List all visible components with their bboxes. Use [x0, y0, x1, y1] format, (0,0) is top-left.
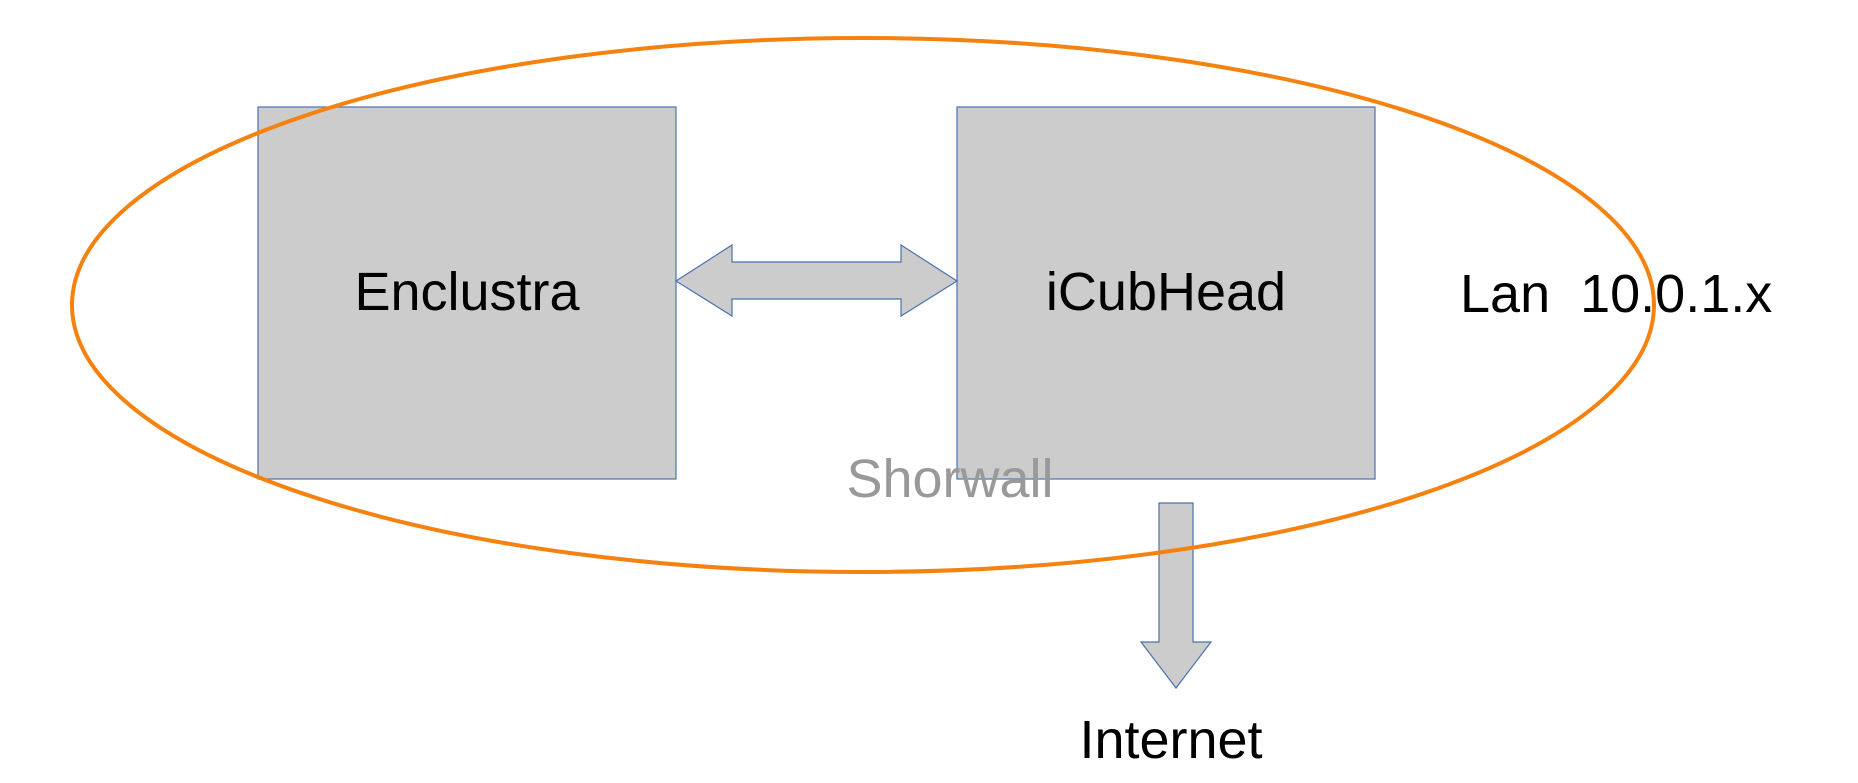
internet-arrow — [1139, 502, 1213, 689]
firewall-label: Shorwall — [846, 449, 1053, 509]
internet-label: Internet — [1079, 710, 1262, 770]
enclustra-label: Enclustra — [354, 262, 580, 322]
icubhead-label: iCubHead — [1046, 262, 1286, 322]
lan-boundary-ellipse — [70, 36, 1656, 574]
icubhead-box — [956, 106, 1376, 480]
enclustra-box — [257, 106, 677, 480]
lan-label: Lan 10.0.1.x — [1460, 264, 1772, 324]
bidirectional-arrow — [674, 243, 959, 318]
